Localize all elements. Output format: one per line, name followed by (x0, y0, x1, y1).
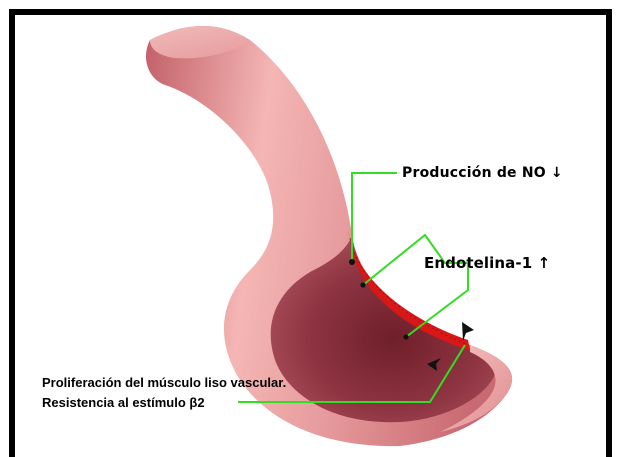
endothelin-label: Endotelina-1 ↑ (424, 256, 550, 271)
marker-dot-no (349, 259, 355, 265)
proliferation-label-line2: Resistencia al estímulo β2 (42, 396, 205, 409)
no-production-label: Producción de NO ↓ (402, 166, 563, 180)
proliferation-label-line1: Proliferación del músculo liso vascular. (42, 376, 286, 389)
marker-dot-muscle (403, 334, 408, 339)
marker-dot-endothelin (360, 282, 365, 287)
arrowhead-upper (462, 322, 474, 341)
callout-no (352, 173, 397, 262)
